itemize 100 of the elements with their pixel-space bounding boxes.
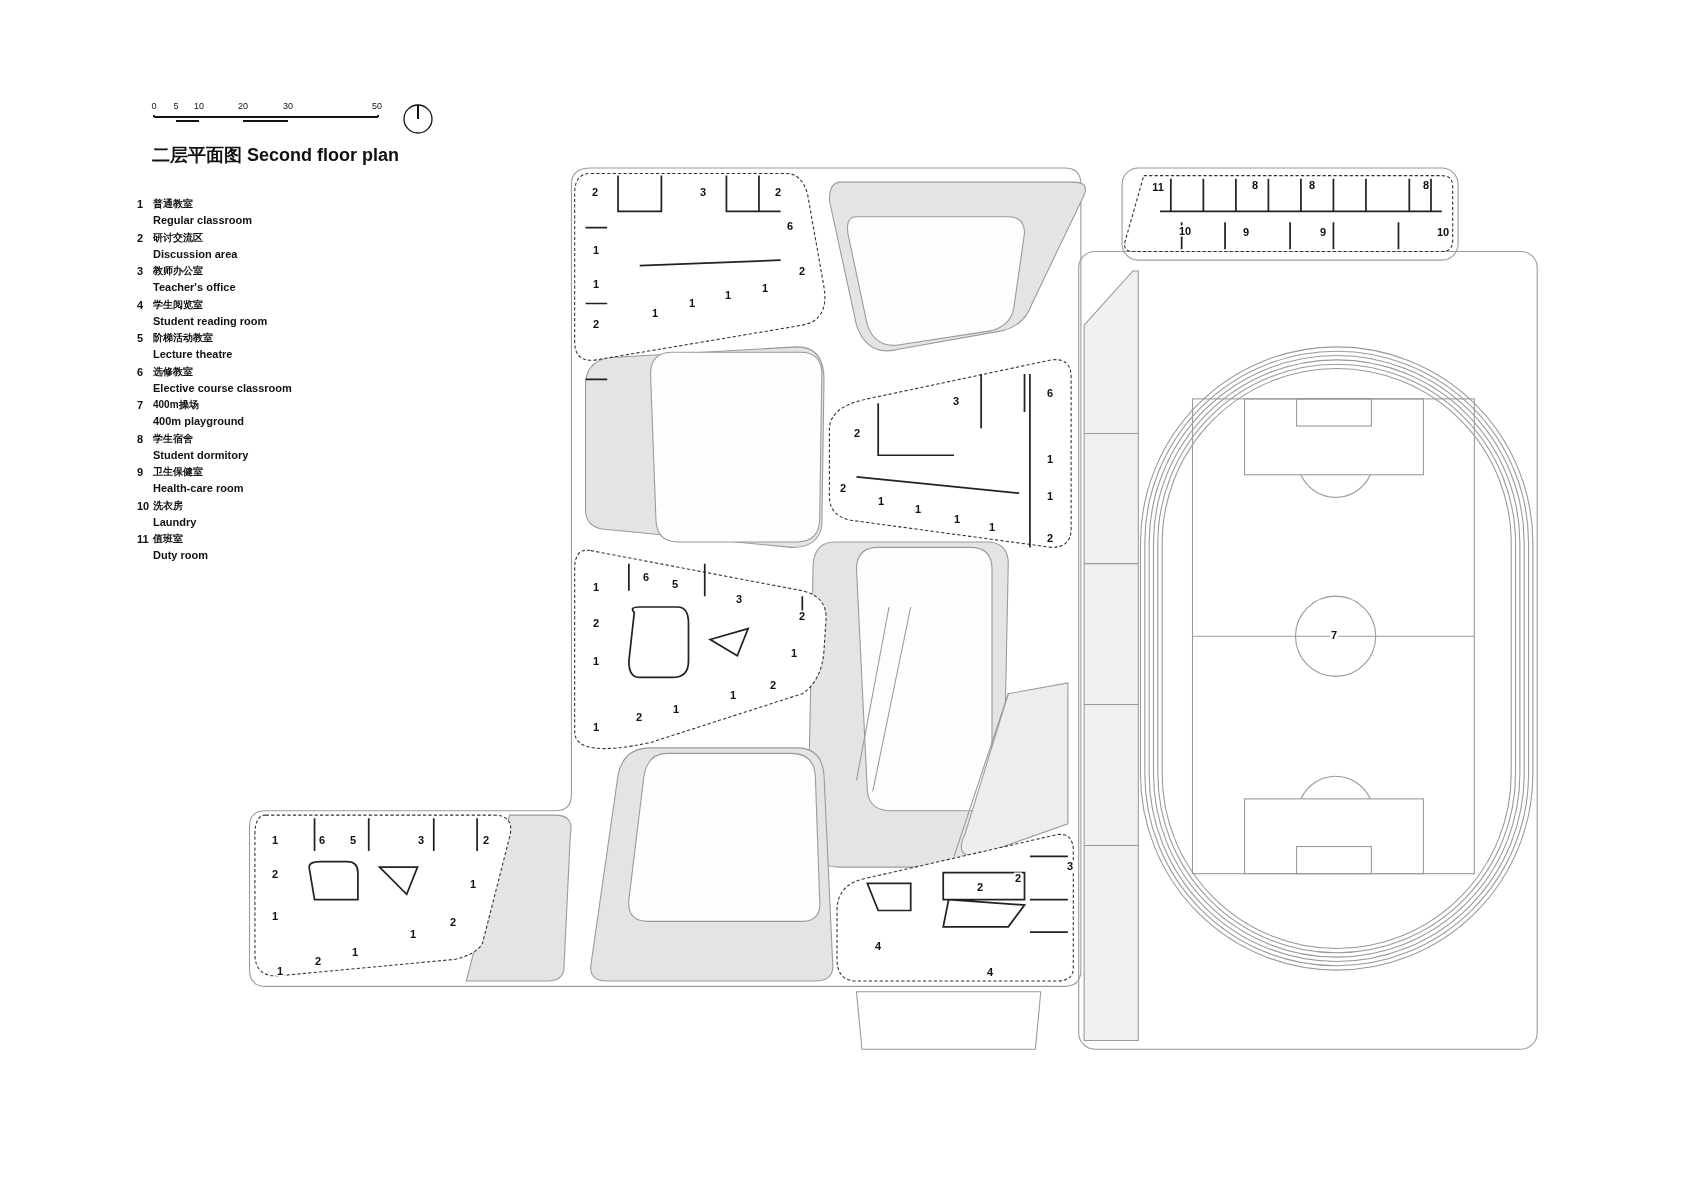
- room-number: 8: [1307, 179, 1317, 191]
- room-type-name: 400m playground: [153, 416, 245, 427]
- room-number: 1: [275, 965, 285, 977]
- scale-label: 5: [173, 102, 179, 111]
- room-number: 1: [270, 834, 280, 846]
- room-type-name: Teacher's office: [153, 282, 236, 293]
- room-number: 1: [987, 521, 997, 533]
- room-number: 2: [768, 679, 778, 691]
- room-number: 10: [1177, 225, 1193, 237]
- scale-label: 30: [283, 102, 293, 111]
- room-number: 1: [591, 721, 601, 733]
- room-number: 1: [591, 278, 601, 290]
- scale-label: 10: [194, 102, 204, 111]
- room-number: 4: [985, 966, 995, 978]
- room-number: 5: [670, 578, 680, 590]
- key-number: 4: [137, 299, 144, 311]
- key-number: 5: [137, 333, 144, 344]
- room-type-name: Lecture theatre: [153, 349, 233, 360]
- room-number: 1: [350, 946, 360, 958]
- room-number: 2: [448, 916, 458, 928]
- room-number: 9: [1241, 226, 1251, 238]
- room-number: 2: [797, 265, 807, 277]
- room-type-name: 教师办公室: [153, 266, 203, 276]
- scale-label: 20: [238, 102, 248, 111]
- room-number: 2: [797, 610, 807, 622]
- room-type-name: Student reading room: [153, 315, 268, 327]
- room-number: 2: [270, 868, 280, 880]
- room-type-name: 学生宿舍: [153, 433, 193, 444]
- room-number: 1: [591, 581, 601, 593]
- room-number: 2: [591, 617, 601, 629]
- room-number: 1: [876, 495, 886, 507]
- room-type-name: Discussion area: [153, 248, 238, 260]
- room-number: 3: [698, 186, 708, 198]
- room-number: 6: [1045, 387, 1055, 399]
- room-number: 1: [723, 289, 733, 301]
- room-number: 5: [348, 834, 358, 846]
- room-number: 1: [270, 910, 280, 922]
- room-number: 10: [1435, 226, 1451, 238]
- room-number: 1: [468, 878, 478, 890]
- key-number: 6: [137, 366, 144, 378]
- room-number: 1: [1045, 453, 1055, 465]
- key-number: 3: [137, 266, 144, 277]
- room-number: 1: [1045, 490, 1055, 502]
- room-number: 1: [952, 513, 962, 525]
- key-number: 2: [137, 232, 144, 244]
- room-number: 2: [634, 711, 644, 723]
- room-number: 2: [975, 881, 985, 893]
- room-type-name: Laundry: [153, 516, 197, 528]
- room-number: 1: [687, 297, 697, 309]
- room-type-name: 卫生保健室: [153, 467, 203, 477]
- room-type-name: Health-care room: [153, 483, 244, 494]
- key-number: 9: [137, 467, 144, 478]
- room-number: 6: [317, 834, 327, 846]
- room-number: 3: [1065, 860, 1075, 872]
- room-number: 1: [671, 703, 681, 715]
- room-number: 1: [728, 689, 738, 701]
- room-number: 9: [1318, 226, 1328, 238]
- key-number: 11: [137, 534, 149, 545]
- key-number: 8: [137, 433, 144, 445]
- room-type-name: 400m操场: [153, 400, 199, 410]
- room-number: 6: [785, 220, 795, 232]
- room-number: 6: [641, 571, 651, 583]
- scale-label: 0: [151, 102, 157, 111]
- room-type-name: 选修教室: [153, 366, 193, 377]
- room-type-name: 学生阅览室: [153, 299, 203, 310]
- room-type-name: Student dormitory: [153, 449, 249, 461]
- room-number: 2: [590, 186, 600, 198]
- room-number: 8: [1421, 179, 1431, 191]
- room-number: 11: [1151, 181, 1165, 193]
- room-number: 2: [313, 955, 323, 967]
- room-number: 2: [838, 482, 848, 494]
- room-number: 1: [591, 655, 601, 667]
- room-number: 4: [873, 940, 883, 952]
- room-number: 1: [760, 282, 770, 294]
- room-type-name: Elective course classroom: [153, 382, 292, 394]
- room-number: 1: [913, 503, 923, 515]
- key-number: 7: [137, 400, 144, 411]
- room-number: 1: [789, 647, 799, 659]
- room-number: 1: [591, 244, 601, 256]
- room-type-name: 洗衣房: [153, 500, 183, 511]
- room-type-name: 研讨交流区: [153, 232, 203, 243]
- room-number: 2: [773, 186, 783, 198]
- room-number: 1: [408, 928, 418, 940]
- room-number: 3: [416, 834, 426, 846]
- room-number: 2: [1045, 532, 1055, 544]
- room-number: 8: [1250, 179, 1260, 191]
- room-type-name: 值班室: [153, 534, 183, 544]
- room-number: 1: [650, 307, 660, 319]
- room-number: 7: [1329, 629, 1339, 641]
- room-number: 2: [1013, 872, 1023, 884]
- key-number: 10: [137, 500, 150, 512]
- room-number: 3: [951, 395, 961, 407]
- plan-title: 二层平面图 Second floor plan: [152, 146, 399, 164]
- room-type-name: 普通教室: [153, 199, 193, 209]
- room-type-name: Duty room: [153, 550, 208, 561]
- room-number: 2: [852, 427, 862, 439]
- scale-label: 50: [372, 102, 382, 111]
- room-type-name: Regular classroom: [153, 215, 253, 226]
- room-number: 2: [591, 318, 601, 330]
- room-number: 3: [734, 593, 744, 605]
